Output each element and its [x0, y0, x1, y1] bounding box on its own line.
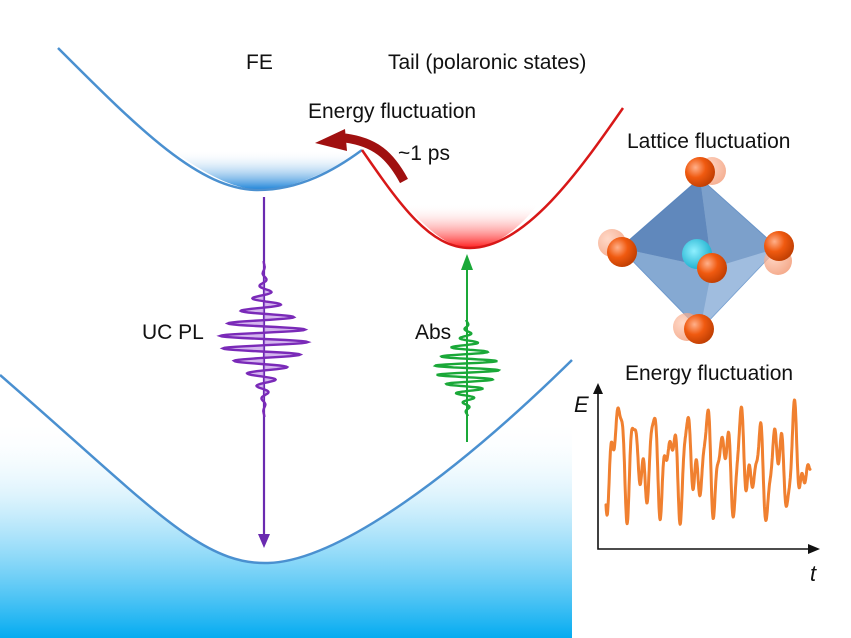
axis-t-label: t — [810, 561, 817, 586]
uc-pl-arrow-head — [258, 534, 270, 548]
abs-wave — [432, 319, 502, 417]
curved-arrow-icon — [315, 129, 408, 184]
ground-state-curve — [0, 359, 573, 565]
timescale-label: ~1 ps — [398, 142, 450, 165]
y-axis-arrow — [593, 383, 603, 394]
uc-pl-wave — [216, 261, 312, 417]
axis-e-label: E — [574, 392, 589, 417]
uc-pl-label: UC PL — [142, 321, 204, 344]
fe-curve — [57, 47, 363, 192]
plWave-line — [216, 261, 312, 417]
fe-population-fill — [172, 150, 362, 190]
energy-fluctuation-label: Energy fluctuation — [308, 100, 476, 123]
abs-label: Abs — [415, 321, 451, 344]
apex-atom-bottom — [684, 314, 714, 344]
tail-label: Tail (polaronic states) — [388, 51, 586, 74]
apex-atom-right — [764, 231, 794, 261]
tail-curve — [360, 107, 625, 250]
ground-state-fill — [0, 420, 572, 638]
plot-title: Energy fluctuation — [625, 362, 793, 385]
octahedron-icon — [598, 157, 794, 344]
apex-atom-top — [685, 157, 715, 187]
fluctuation-trace — [604, 398, 812, 526]
fluctuation-plot — [593, 383, 820, 554]
apex-atom-left — [607, 237, 637, 267]
fe-label: FE — [246, 51, 273, 74]
abs-arrow-head — [461, 254, 473, 270]
apex-atom-front — [697, 253, 727, 283]
plot-axes — [597, 388, 812, 550]
x-axis-arrow — [808, 544, 820, 554]
absWave-line — [432, 319, 502, 417]
lattice-fluctuation-label: Lattice fluctuation — [627, 130, 790, 153]
tail-population-fill — [405, 204, 538, 248]
